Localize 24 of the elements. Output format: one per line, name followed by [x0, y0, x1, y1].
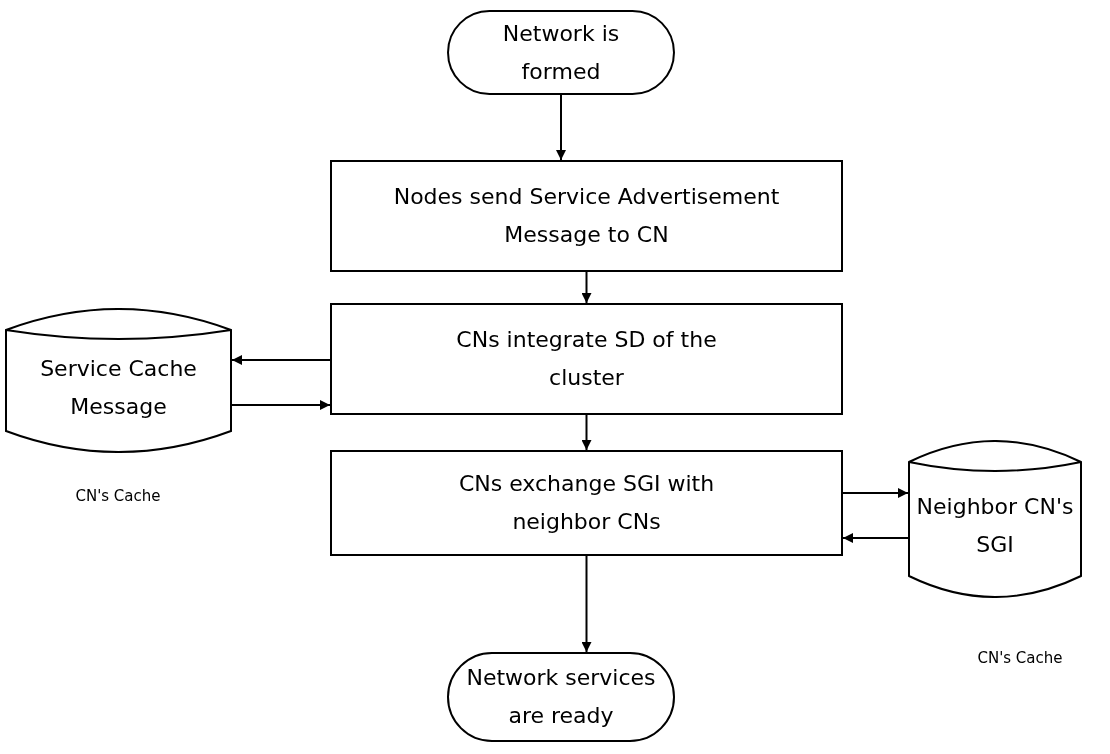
arrow [556, 94, 566, 161]
node-label: Neighbor CN's SGI [915, 493, 1075, 559]
arrow [842, 533, 909, 543]
arrow [581, 414, 592, 451]
process-box [330, 160, 843, 272]
arrow [231, 355, 331, 365]
cache-caption: CN's Cache [75, 486, 161, 507]
cache-caption: CN's Cache [977, 648, 1063, 669]
arrow [842, 488, 909, 498]
node-label: Network services are ready [465, 664, 657, 730]
node-label: Service Cache Message [39, 354, 198, 421]
process-box [330, 303, 843, 415]
arrow [581, 555, 592, 653]
terminal-shape [447, 652, 675, 742]
process-box [330, 450, 843, 556]
cache-cylinder [5, 308, 232, 453]
arrow [581, 271, 592, 304]
node-label: Network is formed [501, 19, 621, 86]
node-label: CNs integrate SD of the cluster [455, 326, 718, 392]
node-label: CNs exchange SGI with neighbor CNs [457, 470, 716, 536]
cache-cylinder [908, 440, 1082, 598]
arrow [231, 400, 331, 410]
node-label: Nodes send Service Advertisement Message to CN [392, 183, 781, 249]
terminal-shape [447, 10, 675, 95]
